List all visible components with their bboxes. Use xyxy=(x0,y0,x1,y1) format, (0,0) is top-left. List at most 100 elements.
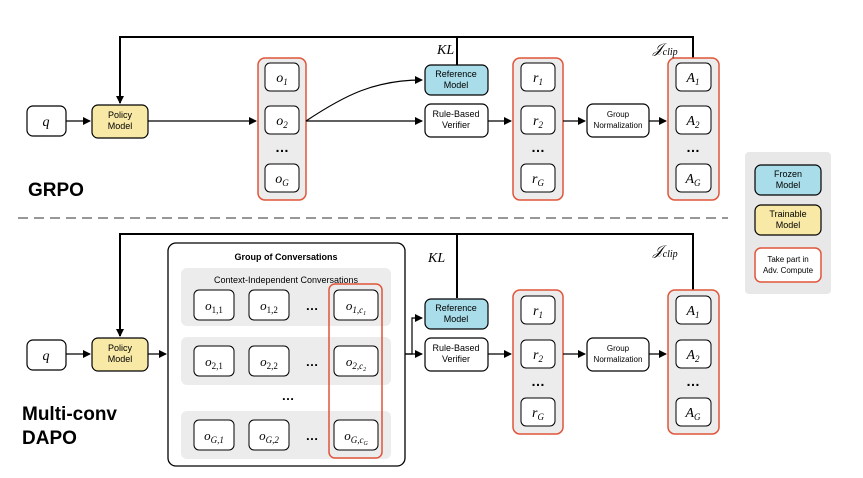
grpo-reward-dots: … xyxy=(531,139,545,155)
grpo-output-g-label: oG xyxy=(275,172,289,188)
grpo-reward-2 xyxy=(520,105,556,135)
mc-row-1-oc xyxy=(333,289,379,321)
grpo-advantage-1-label: A1 xyxy=(685,71,699,87)
grpo-reference-label-2: Model xyxy=(444,80,469,90)
grpo-output-1 xyxy=(264,62,300,92)
mc-advantage-1-label: A1 xyxy=(685,304,699,320)
legend-trainable-label-2: Model xyxy=(776,220,801,230)
grpo-reward-1 xyxy=(520,62,556,92)
mc-rows-dots: … xyxy=(282,388,295,403)
mc-row-2-oc-label: o2,c2 xyxy=(346,354,366,373)
grpo-policy-label-1: Policy xyxy=(108,110,133,120)
grpo-output-g xyxy=(264,163,300,193)
mc-row-g-o2 xyxy=(248,419,290,451)
legend-frozen-label-1: Frozen xyxy=(774,169,802,179)
grpo-reward-2-label: r2 xyxy=(533,114,543,130)
mc-row-2-o1-label: o2,1 xyxy=(205,354,223,371)
legend-trainable-swatch xyxy=(754,204,822,236)
mc-row-1-o1-label: o1,1 xyxy=(205,298,223,315)
mc-row-g-oc xyxy=(333,419,379,451)
mc-section-label-1: Multi-conv xyxy=(22,404,117,425)
mc-policy-label-2: Model xyxy=(108,354,133,364)
mc-row-2-oc xyxy=(333,345,379,377)
mc-section: KL 𝒥clip q Policy Model Group of Convers… xyxy=(22,233,720,467)
mc-reward-g-label: rG xyxy=(532,406,544,422)
grpo-advantage-2 xyxy=(675,105,712,135)
legend-trainable-label-1: Trainable xyxy=(769,209,806,219)
mc-reward-2 xyxy=(520,339,556,369)
mc-row-2-o2-label: o2,2 xyxy=(260,354,278,371)
grpo-output-2-label: o2 xyxy=(276,114,288,130)
grpo-policy-label-2: Model xyxy=(108,121,133,131)
mc-policy-label-1: Policy xyxy=(108,343,133,353)
grpo-advantage-dots: … xyxy=(686,139,700,155)
mc-reward-dots: … xyxy=(531,373,545,389)
grpo-jclip-label: 𝒥clip xyxy=(652,42,678,58)
grpo-output-2 xyxy=(264,105,300,135)
grpo-advantage-1 xyxy=(675,62,712,92)
grpo-feedback-arrow xyxy=(116,36,694,104)
grpo-section-label: GRPO xyxy=(28,180,84,201)
mc-row-2-o1 xyxy=(193,345,235,377)
mc-reference-label-2: Model xyxy=(444,314,469,324)
mc-advantage-1 xyxy=(675,295,712,325)
mc-advantage-dots: … xyxy=(686,373,700,389)
mc-reward-1 xyxy=(520,295,556,325)
mc-row-g-o1-label: oG,1 xyxy=(204,428,224,445)
grpo-output-1-label: o1 xyxy=(276,71,288,87)
mc-row-g-o2-label: oG,2 xyxy=(259,428,279,445)
legend-adv-swatch xyxy=(754,247,822,283)
mc-advantage-2-label: A2 xyxy=(685,348,700,364)
mc-row-1-dots: … xyxy=(306,298,319,313)
mc-verifier-label-1: Rule-Based xyxy=(432,343,479,353)
mc-group-title: Group of Conversations xyxy=(234,252,337,262)
grpo-group-norm-label-1: Group xyxy=(607,110,630,119)
mc-kl-label: KL xyxy=(427,251,445,266)
mc-reference-label-1: Reference xyxy=(435,303,477,313)
mc-row-1-o1 xyxy=(193,289,235,321)
mc-group-norm-label-1: Group xyxy=(607,344,630,353)
grpo-reference-model xyxy=(424,64,489,96)
mc-verifier-label-2: Verifier xyxy=(442,354,470,364)
mc-q-box xyxy=(26,339,67,371)
grpo-reward-g-label: rG xyxy=(532,172,544,188)
mc-jclip-label: 𝒥clip xyxy=(652,244,678,260)
mc-row-g-dots: … xyxy=(306,428,319,443)
mc-advantage-g xyxy=(675,397,712,427)
grpo-advantage-g xyxy=(675,163,712,193)
mc-q-label: q xyxy=(43,349,50,364)
mc-reference-model xyxy=(424,298,489,330)
mc-feedback-arrow xyxy=(116,233,694,337)
mc-reward-g xyxy=(520,397,556,427)
mc-row-1-o2 xyxy=(248,289,290,321)
grpo-output-dots: … xyxy=(275,139,289,155)
mc-reward-2-label: r2 xyxy=(533,348,543,364)
grpo-advantage-g-label: AG xyxy=(684,172,701,188)
grpo-group-norm-label-2: Normalization xyxy=(594,121,643,130)
grpo-kl-label: KL xyxy=(436,43,454,58)
legend-adv-label-2: Adv. Compute xyxy=(763,266,814,275)
mc-reward-1-label: r1 xyxy=(533,304,543,320)
grpo-reward-1-label: r1 xyxy=(533,71,543,87)
grpo-to-reference-arrow xyxy=(305,76,423,122)
mc-section-label-2: DAPO xyxy=(22,428,77,449)
grpo-advantage-2-label: A2 xyxy=(685,114,700,130)
mc-row-g-o1 xyxy=(193,419,235,451)
mc-row-1-o2-label: o1,2 xyxy=(260,298,278,315)
mc-row-2-dots: … xyxy=(306,354,319,369)
mc-row-2-o2 xyxy=(248,345,290,377)
mc-to-reference-arrow xyxy=(405,314,423,355)
grpo-verifier-label-2: Verifier xyxy=(442,120,470,130)
grpo-verifier-label-1: Rule-Based xyxy=(432,109,479,119)
legend: Frozen Model Trainable Model Take part i… xyxy=(745,152,831,294)
grpo-reference-label-1: Reference xyxy=(435,69,477,79)
grpo-q-label: q xyxy=(43,115,50,130)
mc-group-norm-label-2: Normalization xyxy=(594,355,643,364)
legend-frozen-label-2: Model xyxy=(776,180,801,190)
grpo-reward-g xyxy=(520,163,556,193)
mc-advantage-2 xyxy=(675,339,712,369)
mc-row-g-oc-label: oG,cG xyxy=(344,428,368,447)
legend-adv-label-1: Take part in xyxy=(767,255,808,264)
legend-frozen-swatch xyxy=(754,164,822,196)
